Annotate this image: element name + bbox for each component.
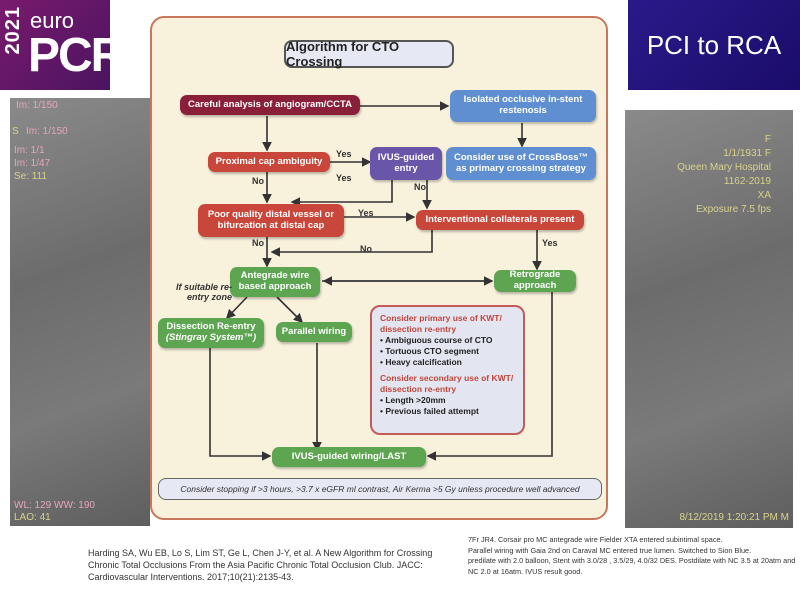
kwt-item: • Length >20mm — [380, 395, 446, 406]
kwt-item: • Previous failed attempt — [380, 406, 479, 417]
angiogram-left: Im: 1/150 S Im: 1/150 Im: 1/1 Im: 1/47 S… — [10, 98, 150, 526]
overlay-text: 1/1/1931 F — [723, 148, 771, 159]
node-antegrade: Antegrade wire based approach — [230, 267, 320, 297]
node-ivus-entry: IVUS-guided entry — [370, 147, 442, 180]
europcr-logo: 2021 euro PCR — [0, 0, 125, 90]
yes-label: Yes — [358, 208, 374, 218]
stingray-label: (Stingray System™) — [165, 332, 257, 343]
overlay-text: Exposure 7.5 fps — [695, 204, 771, 215]
overlay-text: Queen Mary Hospital — [677, 162, 771, 173]
note-line: 7Fr JR4. Corsair pro MC antegrade wire F… — [468, 535, 723, 544]
overlay-text: F — [764, 134, 771, 145]
yes-label: Yes — [336, 149, 352, 159]
slide-title: PCI to RCA — [628, 0, 800, 90]
kwt-secondary-heading: Consider secondary use of KWT/ dissectio… — [380, 373, 514, 395]
yes-label: Yes — [542, 238, 558, 248]
logo-euro: euro — [30, 8, 75, 33]
node-isr: Isolated occlusive in-stent restenosis — [450, 90, 596, 122]
overlay-text: S — [12, 126, 19, 137]
overlay-text: Im: 1/47 — [14, 158, 51, 169]
logo-pcr: PCR — [28, 29, 125, 82]
overlay-text: Im: 1/150 — [16, 100, 58, 111]
yes-label: Yes — [336, 173, 352, 183]
no-label: No — [414, 182, 426, 192]
node-retrograde: Retrograde approach — [494, 269, 576, 292]
node-dissection-reentry: Dissection Re-entry (Stingray System™) — [158, 318, 264, 348]
note-line: Parallel wiring with Gaia 2nd on Caraval… — [468, 545, 752, 555]
node-crossboss: Consider use of CrossBoss™ as primary cr… — [446, 147, 596, 180]
overlay-text: Im: 1/1 — [14, 145, 45, 156]
reentry-zone-label: If suitable re-entry zone — [175, 282, 232, 302]
overlay-text: LAO: 41 — [14, 512, 51, 523]
kwt-item: • Heavy calcification — [380, 357, 462, 368]
citation: Harding SA, Wu EB, Lo S, Lim ST, Ge L, C… — [88, 548, 433, 583]
overlay-date: 8/12/2019 1:20:21 PM M — [679, 512, 789, 523]
flowchart-title: Algorithm for CTO Crossing — [284, 39, 454, 69]
no-label: No — [360, 244, 372, 254]
node-ivus-last: IVUS-guided wiring/LAST — [272, 447, 426, 467]
cto-algorithm-flowchart: Algorithm for CTO Crossing Careful analy… — [150, 16, 608, 520]
flow-arrows — [209, 101, 553, 461]
kwt-item: • Ambiguous course of CTO — [380, 335, 493, 346]
kwt-box: Consider primary use of KWT/ dissection … — [370, 305, 525, 435]
overlay-text: XA — [757, 190, 771, 201]
angiogram-right: F 1/1/1931 F Queen Mary Hospital 1162-20… — [625, 110, 793, 528]
dissection-label: Dissection Re-entry — [166, 321, 256, 333]
flowchart-footer: Consider stopping if >3 hours, >3.7 x eG… — [158, 478, 602, 500]
no-label: No — [252, 176, 264, 186]
node-collaterals: Interventional collaterals present — [416, 210, 584, 230]
note-line: predilate with 2.0 balloon, Stent with 3… — [468, 556, 796, 576]
kwt-primary-heading: Consider primary use of KWT/ dissection … — [380, 313, 502, 335]
overlay-text: Se: 111 — [14, 171, 47, 182]
logo-year: 2021 — [2, 6, 24, 55]
no-label: No — [252, 238, 264, 248]
procedure-notes: 7Fr JR4. Corsair pro MC antegrade wire F… — [468, 535, 798, 577]
overlay-text: 1162-2019 — [723, 176, 771, 187]
overlay-text: WL: 129 WW: 190 — [14, 500, 95, 511]
node-poor-distal: Poor quality distal vessel or bifurcatio… — [198, 204, 344, 237]
kwt-item: • Tortuous CTO segment — [380, 346, 479, 357]
node-careful-analysis: Careful analysis of angiogram/CCTA — [180, 95, 360, 115]
overlay-text: Im: 1/150 — [26, 126, 68, 137]
node-proximal-cap: Proximal cap ambiguity — [208, 152, 330, 172]
node-parallel-wiring: Parallel wiring — [276, 322, 352, 342]
